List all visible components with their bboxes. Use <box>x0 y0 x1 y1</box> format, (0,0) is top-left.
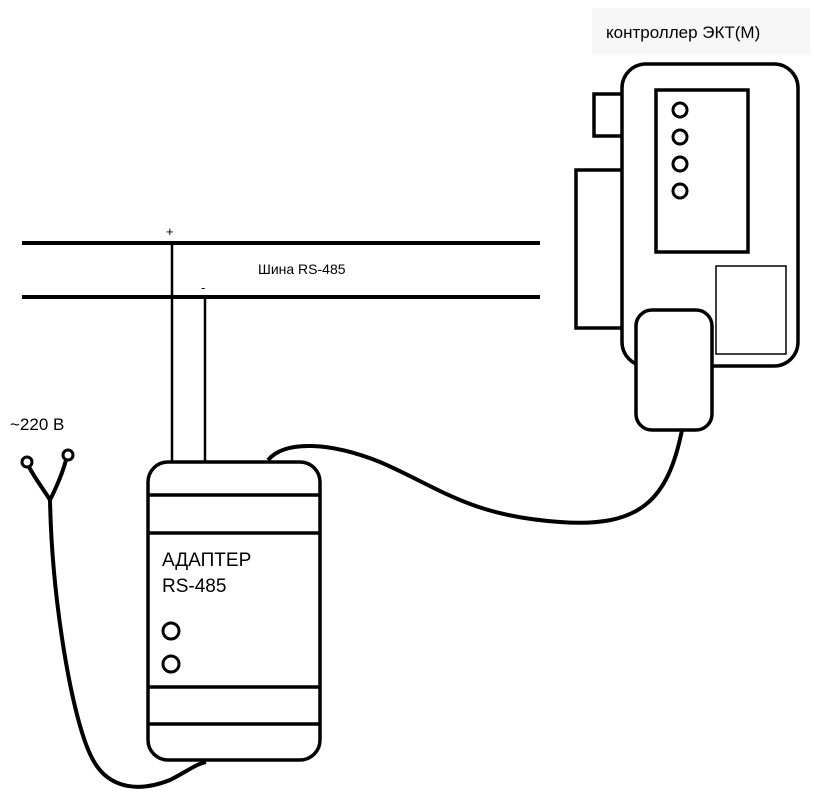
controller-led-2 <box>671 128 689 146</box>
controller-led-3 <box>671 155 689 173</box>
adapter-label-line2: RS-485 <box>162 576 226 597</box>
bus-label: Шина RS-485 <box>258 261 346 277</box>
controller-led-1 <box>671 101 689 119</box>
controller-device <box>574 62 800 432</box>
adapter-body <box>146 460 322 762</box>
controller-led-4 <box>671 182 689 200</box>
adapter-controller-cable <box>266 429 684 525</box>
controller-connector-plug <box>634 308 714 432</box>
power-cable <box>48 499 207 789</box>
controller-label: контроллер ЭКТ(М) <box>606 23 760 42</box>
adapter-led-2 <box>161 654 181 674</box>
bus-plus-label: + <box>166 224 174 239</box>
adapter-label-line1: АДАПТЕР <box>162 550 251 571</box>
bus-minus-label: - <box>201 280 205 295</box>
power-plug-fork <box>27 459 68 505</box>
controller-label-plate <box>715 265 787 355</box>
controller-side-connector <box>592 92 626 138</box>
controller-side-block <box>574 168 630 330</box>
controller-display-panel <box>654 88 750 254</box>
power-terminal-left <box>20 455 34 469</box>
controller-label-background <box>592 8 810 54</box>
adapter-led-1 <box>161 621 181 641</box>
adapter-device: АДАПТЕР RS-485 <box>146 460 322 762</box>
power-label: ~220 В <box>10 415 64 434</box>
power-terminal-right <box>61 448 75 462</box>
